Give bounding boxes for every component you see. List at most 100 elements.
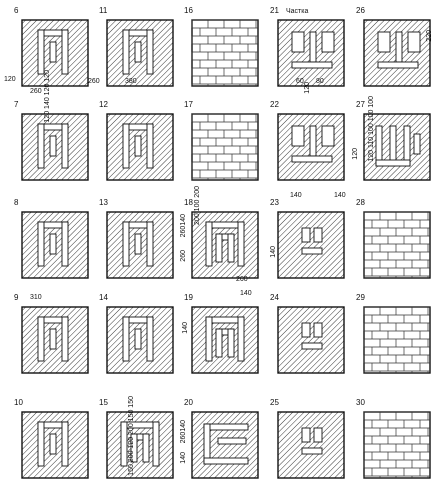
dimension-c19-top: 140	[240, 290, 252, 297]
layout-cell-16: 16	[182, 6, 270, 102]
flue-channel	[321, 31, 335, 53]
dimension-c11-right: 380	[125, 78, 137, 85]
flue-channel	[313, 322, 323, 338]
cell-number-24: 24	[270, 293, 279, 302]
dimension-c23-side: 140	[270, 246, 277, 258]
layout-cell-7: 7	[12, 100, 100, 196]
flue-channel	[217, 437, 247, 445]
layout-cell-6: 6	[12, 6, 100, 102]
flue-channel	[291, 61, 333, 69]
dimension-c15-top: 150 200 120 200 150 150	[128, 396, 135, 476]
layout-cell-30: 30	[354, 398, 441, 494]
flue-channel	[142, 433, 150, 463]
flue-channel	[146, 221, 154, 267]
flue-channel	[37, 316, 45, 362]
brick-course-plan-11	[106, 19, 174, 87]
dimension-c21-b2: 80	[316, 78, 324, 85]
brick-course-plan-17	[191, 113, 259, 181]
brick-course-plan-10	[21, 411, 89, 479]
dimension-c9-top: 310	[30, 294, 42, 301]
brick-course-plan-12	[106, 113, 174, 181]
brick-course-plan-29	[363, 306, 431, 374]
dimension-c11-left: 260	[88, 78, 100, 85]
flue-channel	[122, 29, 130, 75]
layout-cell-9: 9	[12, 293, 100, 389]
flue-channel	[227, 328, 235, 358]
dimension-c20-side1: 260140	[180, 420, 187, 444]
cell-number-12: 12	[99, 100, 108, 109]
flue-channel	[37, 123, 45, 169]
cell-number-20: 20	[184, 398, 193, 407]
cell-number-29: 29	[356, 293, 365, 302]
dimension-c23-top1: 140	[290, 192, 302, 199]
masonry-outline	[277, 113, 345, 181]
layout-cell-23: 23	[268, 198, 356, 294]
dimension-c21-b3: 120	[304, 82, 311, 94]
brick-course-plan-15	[106, 411, 174, 479]
dimension-c21-b1: 60	[296, 78, 304, 85]
layout-cell-11: 11	[97, 6, 185, 102]
flue-channel	[301, 427, 311, 443]
flue-channel	[237, 221, 245, 267]
flue-channel	[237, 316, 245, 362]
brick-course-plan-25	[277, 411, 345, 479]
cell-number-25: 25	[270, 398, 279, 407]
dimension-c21-note: Частка	[286, 8, 309, 15]
cell-number-18: 18	[184, 198, 193, 207]
cell-number-30: 30	[356, 398, 365, 407]
dimension-c6-left: 120	[4, 76, 16, 83]
brick-course-plan-23	[277, 211, 345, 279]
flue-channel	[377, 61, 419, 69]
flue-channel	[49, 135, 57, 157]
flue-channel	[321, 125, 335, 147]
flue-channel	[301, 227, 311, 243]
brick-course-plan-28	[363, 211, 431, 279]
flue-channel	[130, 433, 138, 463]
flue-channel	[301, 322, 311, 338]
flue-channel	[49, 233, 57, 255]
cell-number-22: 22	[270, 100, 279, 109]
brick-course-plan-6	[21, 19, 89, 87]
cell-number-13: 13	[99, 198, 108, 207]
layout-cell-21: 21	[268, 6, 356, 102]
brick-course-plan-9	[21, 306, 89, 374]
cell-number-15: 15	[99, 398, 108, 407]
flue-channel	[134, 135, 142, 157]
flue-channel	[203, 423, 249, 431]
flue-channel	[291, 31, 305, 53]
masonry-outline	[191, 411, 259, 479]
cell-number-21: 21	[270, 6, 279, 15]
brick-course-plan-14	[106, 306, 174, 374]
masonry-outline	[277, 411, 345, 479]
brick-course-plan-7	[21, 113, 89, 181]
cell-number-28: 28	[356, 198, 365, 207]
flue-channel	[395, 31, 403, 63]
flue-channel	[309, 125, 317, 157]
brick-course-plan-26	[363, 19, 431, 87]
layout-cell-15: 15	[97, 398, 185, 494]
flue-channel	[61, 29, 69, 75]
flue-channel	[37, 29, 45, 75]
flue-channel	[309, 31, 317, 63]
brick-course-plan-30	[363, 411, 431, 479]
masonry-outline	[363, 211, 431, 279]
cell-number-27: 27	[356, 100, 365, 109]
flue-channel	[49, 41, 57, 63]
flue-channel	[203, 457, 249, 465]
flue-channel	[205, 316, 213, 362]
cell-number-14: 14	[99, 293, 108, 302]
dimension-c6-bottom: 260	[30, 88, 42, 95]
flue-channel	[122, 316, 130, 362]
dimension-c23-top2: 140	[334, 192, 346, 199]
flue-channel	[37, 221, 45, 267]
dimension-c18-side1: 260140	[180, 214, 187, 238]
flue-channel	[49, 433, 57, 455]
flue-channel	[146, 123, 154, 169]
layout-cell-8: 8	[12, 198, 100, 294]
flue-channel	[313, 227, 323, 243]
flue-channel	[215, 233, 223, 263]
flue-channel	[122, 221, 130, 267]
cell-number-11: 11	[99, 6, 108, 15]
dimension-c26-side: 220	[426, 30, 433, 42]
flue-channel	[215, 328, 223, 358]
